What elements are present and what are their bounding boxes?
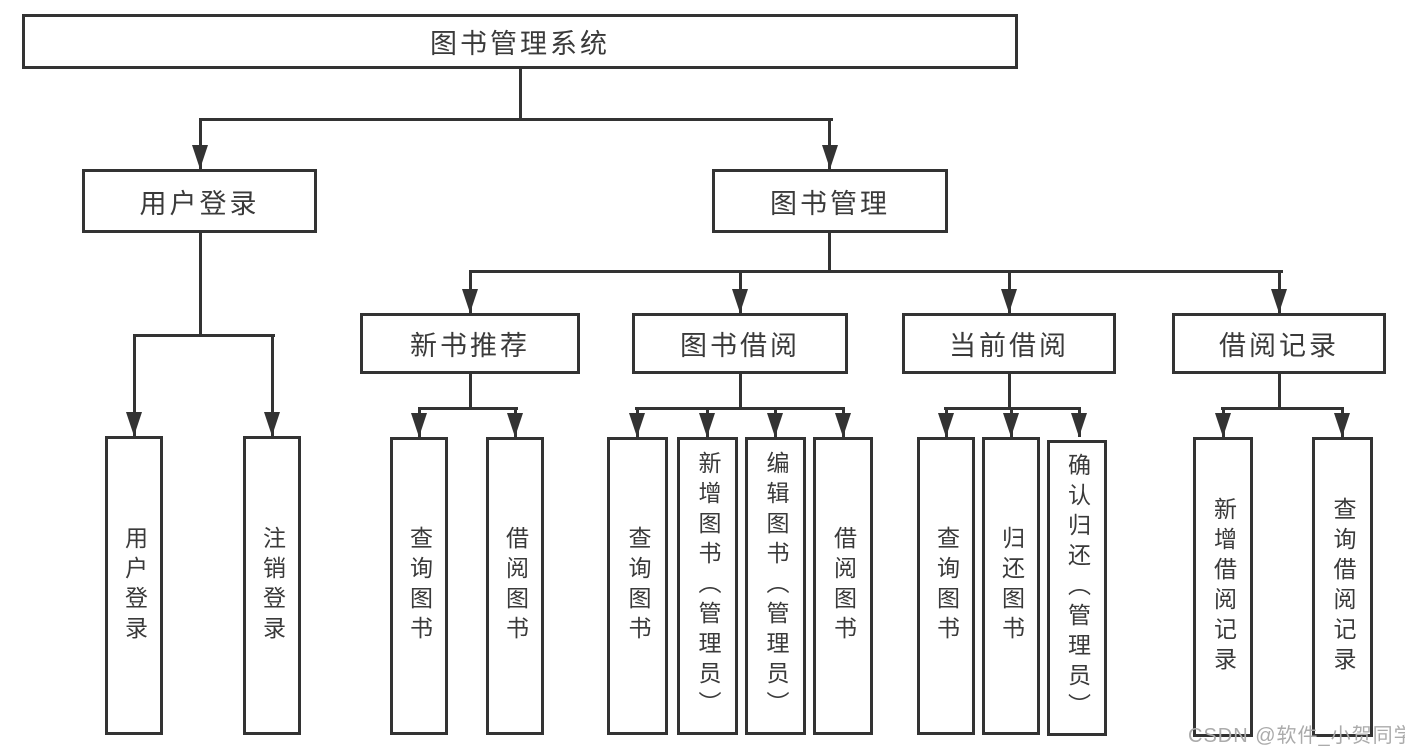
arrowhead-icon — [767, 413, 783, 437]
csdn-watermark: CSDN @软件_小贺同学 — [1188, 725, 1405, 747]
arrowhead-icon — [126, 412, 142, 436]
leaf-borrow-book-1: 借阅图书 — [486, 437, 544, 735]
node-book-borrow: 图书借阅 — [632, 313, 848, 374]
connector-root-trunk — [519, 69, 522, 121]
leaf-query-borrow-record: 查询借阅记录 — [1312, 437, 1373, 737]
arrowhead-icon — [1334, 413, 1350, 437]
arrowhead-icon — [699, 413, 715, 437]
node-borrow-record: 借阅记录 — [1172, 313, 1386, 374]
node-root: 图书管理系统 — [22, 14, 1018, 69]
connector-bus — [418, 407, 518, 410]
leaf-label: 确认归还（管理员） — [1064, 453, 1091, 723]
arrowhead-icon — [1001, 289, 1017, 313]
arrowhead-icon — [1215, 413, 1231, 437]
leaf-label: 归还图书 — [998, 526, 1025, 646]
connector-level3-bus — [469, 270, 1283, 273]
connector-stem — [828, 118, 831, 170]
arrowhead-icon — [462, 289, 478, 313]
node-borrow-record-label: 借阅记录 — [1219, 331, 1339, 361]
arrowhead-icon — [835, 413, 851, 437]
arrowhead-icon — [732, 289, 748, 313]
leaf-confirm-return-admin: 确认归还（管理员） — [1047, 440, 1107, 736]
leaf-label: 用户登录 — [121, 525, 148, 646]
connector-book-mgmt-trunk — [828, 233, 831, 273]
connector-trunk — [1278, 374, 1281, 410]
node-book-management: 图书管理 — [712, 169, 948, 233]
connector-level1-bus — [199, 118, 833, 121]
leaf-add-book-admin: 新增图书（管理员） — [677, 437, 738, 735]
leaf-label: 借阅图书 — [830, 526, 857, 646]
arrowhead-icon — [1271, 289, 1287, 313]
arrowhead-icon — [411, 413, 427, 437]
node-current-borrow-label: 当前借阅 — [949, 331, 1069, 361]
node-user-login-label: 用户登录 — [139, 188, 260, 219]
leaf-logout: 注销登录 — [243, 436, 301, 735]
arrowhead-icon — [1003, 413, 1019, 437]
leaf-add-borrow-record: 新增借阅记录 — [1193, 437, 1253, 737]
connector-user-login-bus — [133, 334, 275, 337]
leaf-label: 查询图书 — [406, 526, 433, 646]
node-new-book-recommend: 新书推荐 — [360, 313, 580, 374]
arrowhead-icon — [192, 145, 208, 169]
node-user-login: 用户登录 — [82, 169, 317, 233]
arrowhead-icon — [507, 413, 523, 437]
node-root-label: 图书管理系统 — [430, 29, 610, 59]
leaf-borrow-book-2: 借阅图书 — [813, 437, 873, 735]
leaf-label: 新增图书（管理员） — [695, 451, 721, 721]
connector-trunk — [1008, 374, 1011, 410]
leaf-label: 查询图书 — [933, 526, 960, 646]
arrowhead-icon — [822, 145, 838, 169]
leaf-query-book-3: 查询图书 — [917, 437, 975, 735]
connector-stem — [133, 334, 136, 436]
connector-stem — [271, 334, 274, 436]
leaf-query-book-2: 查询图书 — [607, 437, 668, 735]
leaf-label: 查询借阅记录 — [1330, 497, 1356, 677]
connector-trunk — [739, 374, 742, 410]
connector-bus — [635, 407, 845, 410]
node-current-borrow: 当前借阅 — [902, 313, 1116, 374]
arrowhead-icon — [1071, 413, 1087, 437]
leaf-label: 注销登录 — [259, 525, 286, 646]
leaf-query-book-1: 查询图书 — [390, 437, 448, 735]
leaf-label: 编辑图书（管理员） — [763, 451, 789, 721]
connector-bus — [1221, 407, 1344, 410]
node-new-book-recommend-label: 新书推荐 — [410, 331, 530, 361]
leaf-label: 借阅图书 — [502, 526, 529, 646]
node-book-management-label: 图书管理 — [770, 188, 890, 219]
arrowhead-icon — [264, 412, 280, 436]
leaf-user-login: 用户登录 — [105, 436, 163, 735]
leaf-label: 新增借阅记录 — [1210, 497, 1237, 677]
leaf-edit-book-admin: 编辑图书（管理员） — [745, 437, 806, 735]
connector-trunk — [469, 374, 472, 410]
leaf-return-book: 归还图书 — [982, 437, 1040, 735]
arrowhead-icon — [629, 413, 645, 437]
connector-user-login-trunk — [199, 233, 202, 337]
node-book-borrow-label: 图书借阅 — [680, 331, 800, 361]
arrowhead-icon — [938, 413, 954, 437]
leaf-label: 查询图书 — [625, 526, 651, 646]
connector-stem — [199, 118, 202, 170]
